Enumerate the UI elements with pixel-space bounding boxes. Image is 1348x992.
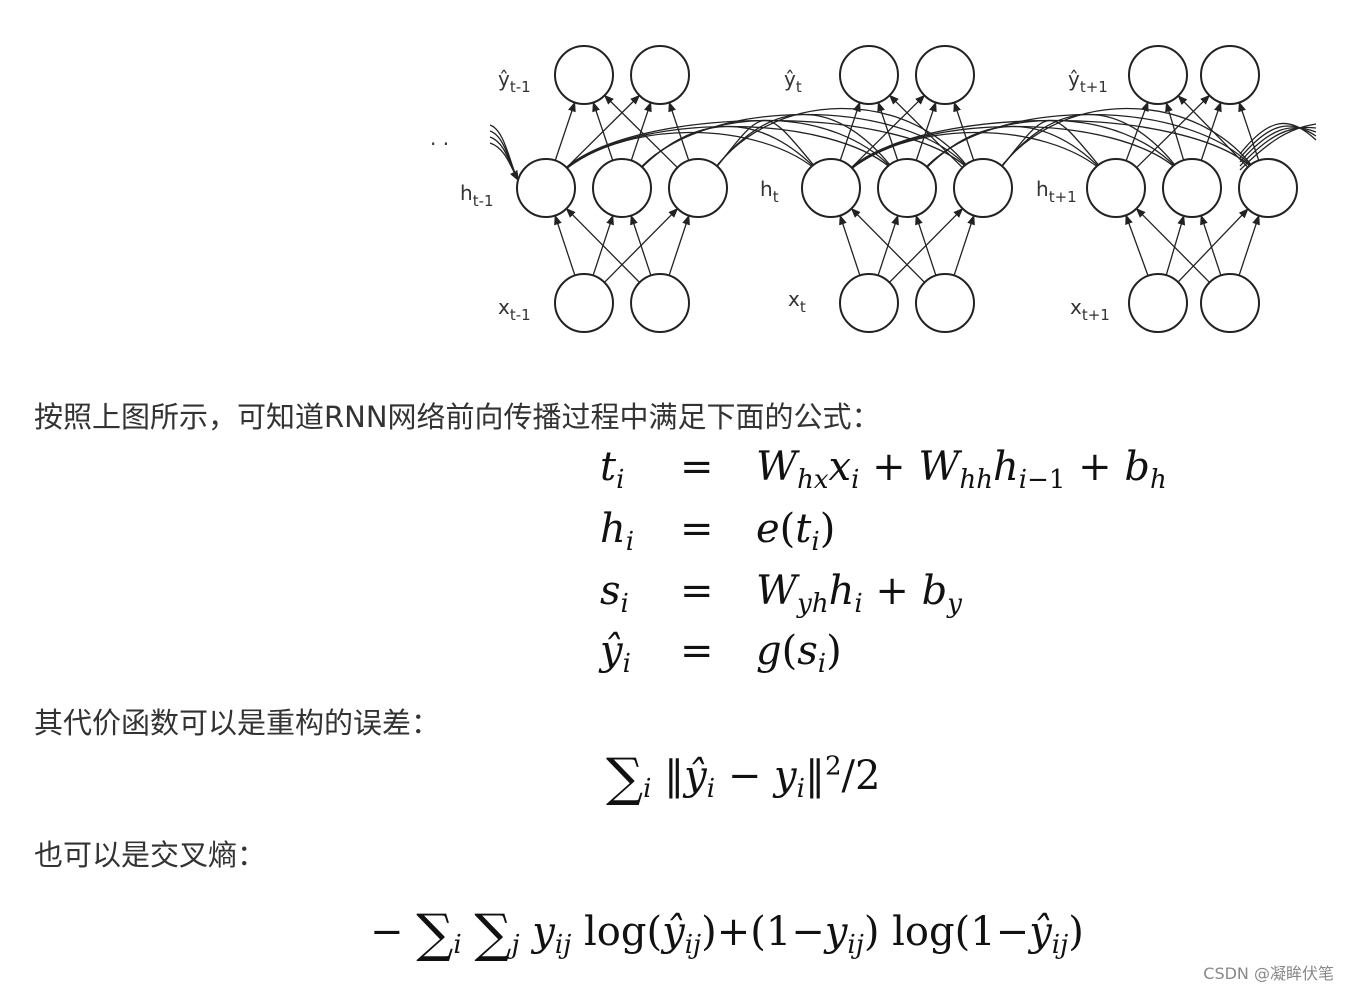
eq1-lhs: ti [600,444,625,495]
eq3-rhs: Wyhhi + by [756,568,962,619]
incoming-recurrent-edge [489,142,519,181]
eq2-equals: = [680,506,714,552]
hidden-node [1238,158,1298,218]
recurrent-edge [992,119,1107,179]
input-to-hidden-edge [1135,207,1211,283]
hidden-node [877,158,937,218]
recurrent-edge [916,119,1183,179]
input-to-hidden-edge [850,207,926,283]
input-node [839,273,899,333]
input-node [630,273,690,333]
hidden-to-output-edge [1200,101,1222,161]
hidden-to-output-edge [603,94,678,169]
hidden-node [1162,158,1222,218]
label-h-prev: ht-1 [460,181,494,210]
label-y-prev: ŷt-1 [498,67,531,96]
input-to-hidden-edge [1200,214,1222,276]
recurrent-edge [840,131,1107,179]
input-node [554,273,614,333]
output-node [630,45,690,105]
eq1-equals: = [680,444,714,490]
label-h-t: ht [760,177,779,206]
hidden-to-output-edge [1136,94,1211,169]
hidden-node [592,158,652,218]
hidden-node [801,158,861,218]
hidden-node [668,158,728,218]
eq4-equals: = [680,628,714,674]
eq2-lhs: hi [600,506,635,557]
hidden-to-output-edge [839,101,861,161]
input-to-hidden-edge [630,214,652,276]
label-x-t: xt [788,287,806,316]
outgoing-recurrent-edge [1239,125,1317,159]
input-to-hidden-edge [1177,208,1249,283]
input-to-hidden-edge [839,214,861,276]
input-to-hidden-edge [915,214,937,276]
input-to-hidden-edge [565,207,641,283]
input-node [1200,273,1260,333]
ce-intro-text: 也可以是交叉熵： [34,838,267,872]
label-x-next: xt+1 [1070,295,1110,324]
eq4-rhs: g(si) [756,628,842,679]
output-node [839,45,899,105]
outgoing-recurrent-edge [1239,126,1317,167]
output-node [1128,45,1188,105]
watermark: CSDN @凝眸伏笔 [1203,964,1334,983]
output-node [1200,45,1260,105]
recurrent-edge [707,107,974,179]
label-y-next: ŷt+1 [1068,67,1108,96]
input-to-hidden-edge [1238,214,1260,276]
output-node [915,45,975,105]
recurrent-edge [992,107,1259,179]
label-h-next: ht+1 [1036,177,1077,206]
input-node [1128,273,1188,333]
label-y-t: ŷt [784,67,802,96]
input-node [915,273,975,333]
intro-text: 按照上图所示，可知道RNN网络前向传播过程中满足下面的公式： [34,400,881,434]
outgoing-recurrent-edge [1239,123,1317,171]
eq1-rhs: Whxxi + Whhhi−1 + bh [756,444,1167,495]
recurrent-edge [555,131,822,179]
rnn-diagram: . . ŷt-1 ŷt ŷt+1 ht-1 ht ht+1 xt-1 xt xt… [430,45,1317,333]
eq3-equals: = [680,568,714,614]
label-x-prev: xt-1 [498,295,531,324]
diagram-edges [489,94,1317,283]
output-node [554,45,614,105]
cross-entropy-formula: − ∑i ∑j yij log(ŷij)+(1−yij) log(1−ŷij) [370,904,1084,964]
hidden-to-output-edge [668,101,690,161]
input-to-hidden-edge [1165,214,1186,276]
input-to-hidden-edge [1125,214,1149,276]
recurrent-edge [631,119,898,179]
diagram-nodes [516,45,1298,333]
input-to-hidden-edge [668,214,690,276]
mse-formula: ∑i ‖ŷi − yi‖2/2 [606,748,881,808]
hidden-to-output-edge [554,101,576,161]
outgoing-recurrent-edge [1239,122,1317,155]
hidden-to-output-edge [1125,101,1149,162]
ellipsis-dots: . . [430,126,449,150]
eq3-lhs: si [600,568,629,619]
eq2-rhs: e(ti) [756,506,836,557]
hidden-node [1086,158,1146,218]
hidden-to-output-edge [877,101,899,161]
eq4-lhs: ŷi [600,628,631,679]
input-to-hidden-edge [953,214,975,276]
cost-intro-text: 其代价函数可以是重构的误差： [34,706,441,740]
hidden-to-output-edge [953,101,975,161]
outgoing-recurrent-edge [1239,126,1317,163]
input-to-hidden-edge [554,214,576,276]
recurrent-edge [707,119,822,179]
hidden-node [516,158,576,218]
hidden-to-output-edge [1165,101,1185,161]
hidden-node [953,158,1013,218]
hidden-to-output-edge [592,101,614,161]
